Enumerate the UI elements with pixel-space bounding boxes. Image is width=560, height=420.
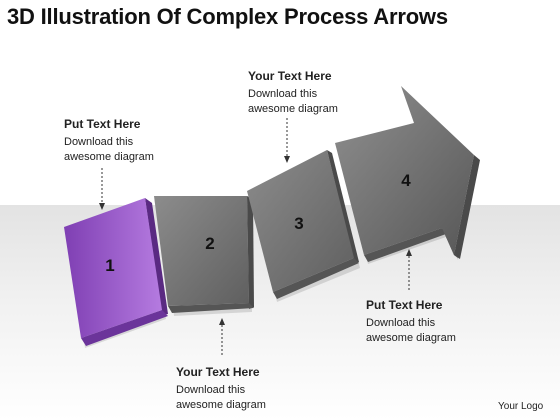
step-2-number: 2 xyxy=(205,234,214,253)
callout-body: Download this awesome diagram xyxy=(248,88,338,115)
callout-heading: Your Text Here xyxy=(248,69,332,83)
callout-body: Download this awesome diagram xyxy=(176,384,266,411)
step-1-block: 1 xyxy=(64,198,168,348)
logo-placeholder: Your Logo xyxy=(498,401,544,412)
step-1-number: 1 xyxy=(105,256,114,275)
step-2-block: 2 xyxy=(154,196,254,316)
callout-heading: Put Text Here xyxy=(366,298,443,312)
step-3-block: 3 xyxy=(247,150,360,302)
callout-step-1: Put Text Here Download this awesome diag… xyxy=(64,117,154,165)
callout-heading: Your Text Here xyxy=(176,365,260,379)
callout-step-3: Your Text Here Download this awesome dia… xyxy=(248,69,338,117)
arrowhead-up-icon xyxy=(219,318,225,325)
page-title: 3D Illustration Of Complex Process Arrow… xyxy=(7,4,448,29)
step-3-number: 3 xyxy=(294,214,303,233)
callout-step-4: Put Text Here Download this awesome diag… xyxy=(366,298,456,346)
arrowhead-up-icon xyxy=(406,249,412,256)
step-4-number: 4 xyxy=(401,171,411,190)
callout-heading: Put Text Here xyxy=(64,117,141,131)
callout-body: Download this awesome diagram xyxy=(64,136,154,163)
callout-step-2: Your Text Here Download this awesome dia… xyxy=(176,365,266,413)
arrowhead-down-icon xyxy=(99,203,105,210)
callout-body: Download this awesome diagram xyxy=(366,317,456,344)
step-4-arrow: 4 xyxy=(335,86,480,264)
arrowhead-down-icon xyxy=(284,156,290,163)
